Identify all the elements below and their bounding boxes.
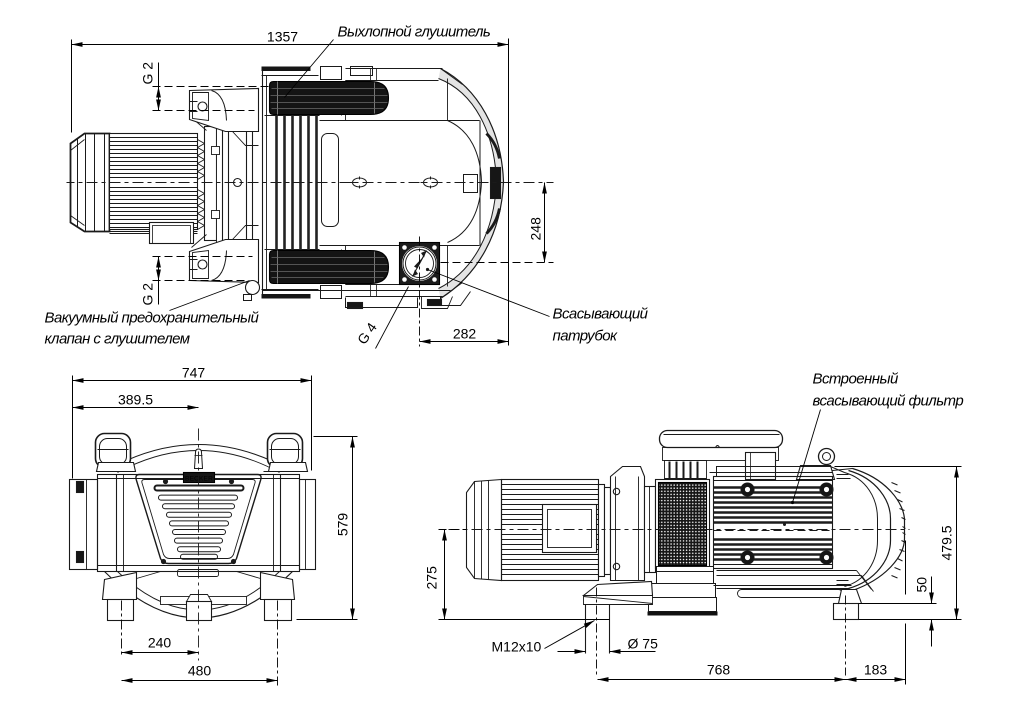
svg-text:389.5: 389.5 <box>118 392 153 408</box>
svg-text:1357: 1357 <box>267 29 298 45</box>
svg-text:183: 183 <box>864 662 888 678</box>
svg-text:275: 275 <box>424 566 440 590</box>
svg-text:M12x10: M12x10 <box>492 639 542 655</box>
svg-text:патрубок: патрубок <box>553 328 619 345</box>
svg-text:G 2: G 2 <box>140 283 156 306</box>
svg-text:клапан с глушителем: клапан с глушителем <box>45 331 190 348</box>
svg-text:G 2: G 2 <box>140 62 156 85</box>
svg-text:480: 480 <box>188 663 212 679</box>
svg-text:Ø 75: Ø 75 <box>628 636 659 652</box>
svg-text:Всасывающий: Всасывающий <box>553 306 649 323</box>
svg-text:248: 248 <box>528 217 544 241</box>
svg-text:747: 747 <box>182 365 206 381</box>
svg-text:579: 579 <box>335 513 351 537</box>
svg-text:282: 282 <box>453 326 477 342</box>
svg-text:50: 50 <box>914 577 930 593</box>
svg-text:Встроенный: Встроенный <box>813 371 899 388</box>
svg-text:479.5: 479.5 <box>939 525 955 560</box>
svg-text:Вакуумный предохранительный: Вакуумный предохранительный <box>45 310 260 327</box>
svg-text:Выхлопной глушитель: Выхлопной глушитель <box>338 24 491 41</box>
svg-text:768: 768 <box>707 662 731 678</box>
svg-text:BECKER: BECKER <box>185 476 213 483</box>
svg-text:240: 240 <box>148 635 172 651</box>
svg-text:всасывающий фильтр: всасывающий фильтр <box>813 393 964 410</box>
